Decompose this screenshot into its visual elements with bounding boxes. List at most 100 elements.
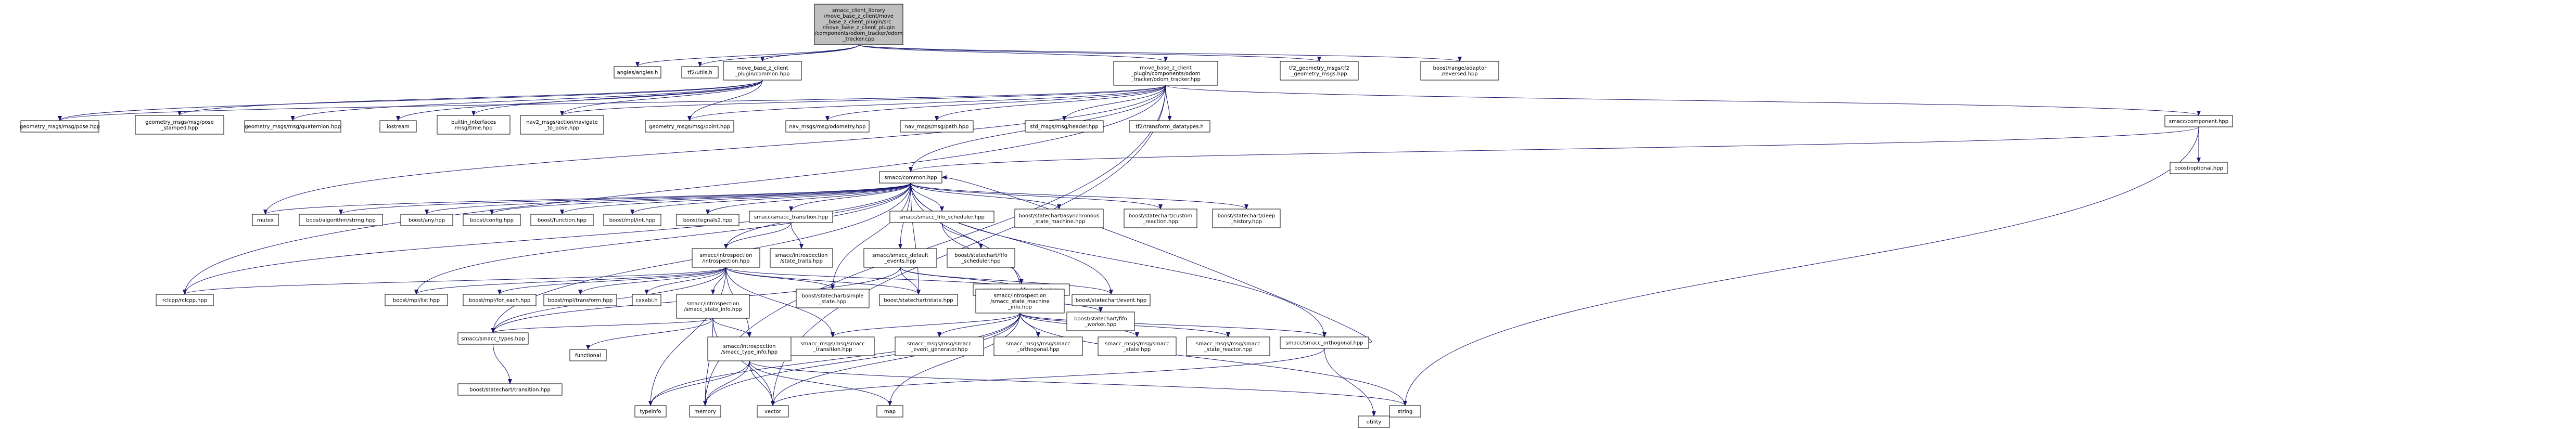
graph-node-sc-async[interactable]: boost/statechart/asynchronous_state_mach…: [1014, 209, 1104, 228]
graph-node-smacc-types[interactable]: smacc/smacc_types.hpp: [457, 332, 529, 345]
graph-node-mpl-transform[interactable]: boost/mpl/transform.hpp: [543, 294, 617, 306]
edge-sm_info-to-string: [1019, 313, 1407, 406]
edge-mbcommon-to-gm_pose_st: [177, 80, 763, 116]
node-label-line: boost/statechart/custom: [1129, 213, 1193, 219]
graph-node-boost-mpl-int[interactable]: boost/mpl/int.hpp: [603, 214, 661, 226]
graph-node-gm-pose[interactable]: geometry_msgs/msg/pose.hpp: [20, 120, 100, 133]
edge-line: [263, 85, 1166, 215]
graph-node-iostream[interactable]: iostream: [379, 120, 417, 133]
graph-node-msg-transition[interactable]: smacc_msgs/msg/smacc_transition.hpp: [790, 336, 875, 356]
edge-line: [1019, 313, 1327, 337]
graph-node-sc-fifo-worker[interactable]: boost/statechart/fifo_worker.hpp: [1066, 311, 1135, 331]
graph-node-gm-pose-st[interactable]: geometry_msgs/msg/pose_stamped.hpp: [135, 115, 224, 135]
node-label-line: boost/mpl/list.hpp: [393, 298, 440, 304]
graph-node-sc-event[interactable]: boost/statechart/event.hpp: [1072, 294, 1151, 306]
graph-node-mutex[interactable]: mutex: [252, 214, 279, 226]
graph-node-msg-orth[interactable]: smacc_msgs/msg/smacc_orthogonal.hpp: [993, 336, 1083, 356]
graph-node-boost-function[interactable]: boost/function.hpp: [530, 214, 594, 226]
graph-node-sc-transition[interactable]: boost/statechart/transition.hpp: [457, 383, 563, 396]
edge-mbcommon-to-gm_point: [687, 80, 763, 121]
graph-node-vector[interactable]: vector: [757, 405, 789, 418]
graph-node-smacc-component[interactable]: smacc/component.hpp: [2164, 115, 2233, 127]
edge-line: [498, 267, 726, 295]
graph-node-boost-any[interactable]: boost/any.hpp: [400, 214, 453, 226]
graph-node-gm-quat[interactable]: geometry_msgs/msg/quaternion.hpp: [244, 120, 341, 133]
edge-line: [771, 348, 1325, 406]
graph-node-sm-info[interactable]: smacc/introspection/smacc_state_machine_…: [975, 289, 1065, 314]
graph-node-smacc-transition[interactable]: smacc/smacc_transition.hpp: [749, 211, 833, 223]
graph-node-tf2utils[interactable]: tf2/utils.h: [681, 66, 719, 79]
graph-node-smacc-orthogonal[interactable]: smacc/smacc_orthogonal.hpp: [1280, 336, 1369, 349]
node-box: [457, 383, 563, 396]
graph-node-introspection[interactable]: smacc/introspection/introspection.hpp: [692, 248, 760, 268]
graph-node-msg-reactor[interactable]: smacc_msgs/msg/smacc_state_reactor.hpp: [1186, 336, 1270, 356]
graph-node-boost-signals2[interactable]: boost/signals2.hpp: [676, 214, 739, 226]
edge-line: [937, 313, 1021, 337]
graph-node-smacc-common[interactable]: smacc/common.hpp: [879, 171, 942, 184]
graph-node-smacc-fifo[interactable]: smacc/smacc_fifo_scheduler.hpp: [889, 211, 994, 223]
edge-line: [910, 183, 1248, 210]
graph-node-typeinfo[interactable]: typeinfo: [634, 405, 667, 418]
node-label-line: _tracker/odom_tracker.hpp: [1130, 77, 1201, 83]
graph-node-gm-point[interactable]: geometry_msgs/msg/point.hpp: [645, 120, 734, 133]
node-box: [244, 120, 341, 133]
graph-node-boost-config[interactable]: boost/config.hpp: [463, 214, 521, 226]
node-box: [723, 61, 802, 81]
graph-node-nav-path[interactable]: nav_msgs/msg/path.hpp: [900, 120, 974, 133]
node-label-line: smacc/introspection: [700, 253, 753, 258]
edge-line: [724, 222, 792, 249]
graph-node-builtin[interactable]: builtin_interfaces/msg/time.hpp: [437, 115, 511, 135]
graph-node-sc-deep[interactable]: boost/statechart/deep_history.hpp: [1212, 209, 1281, 228]
graph-node-algo-string[interactable]: boost/algorithm/string.hpp: [299, 214, 383, 226]
graph-node-tf2transform[interactable]: tf2/transform_datatypes.h: [1129, 120, 1210, 133]
graph-node-msg-evgen[interactable]: smacc_msgs/msg/smacc_event_generator.hpp: [895, 336, 984, 356]
node-label-line: smacc/smacc_orthogonal.hpp: [1285, 341, 1363, 346]
graph-node-boostrange[interactable]: boost/range/adaptor/reversed.hpp: [1420, 61, 1499, 81]
graph-node-tf2geo[interactable]: tf2_geometry_msgs/tf2_geometry_msgs.hpp: [1280, 61, 1359, 81]
edge-mbcommon-to-gm_pose: [58, 80, 763, 121]
graph-node-functional[interactable]: functional: [569, 349, 607, 361]
node-box: [1358, 415, 1390, 428]
graph-node-map[interactable]: map: [876, 405, 903, 418]
node-label-line: builtin_interfaces: [451, 120, 496, 125]
graph-node-utility[interactable]: utility: [1358, 415, 1390, 428]
graph-node-memory[interactable]: memory: [689, 405, 721, 418]
graph-node-sc-simple-state[interactable]: boost/statechart/simple_state.hpp: [796, 289, 870, 308]
graph-node-cxxabi[interactable]: cxxabi.h: [632, 294, 661, 306]
graph-node-rcl-cpp[interactable]: rclcpp/rclcpp.hpp: [156, 294, 214, 306]
graph-node-angles[interactable]: angles/angles.h: [614, 66, 661, 79]
graph-node-msg-state[interactable]: smacc_msgs/msg/smacc_state.hpp: [1098, 336, 1177, 356]
graph-node-nav2nav[interactable]: nav2_msgs/action/navigate_to_pose.hpp: [520, 115, 604, 135]
graph-node-sc-fifo-sched[interactable]: boost/statechart/fifo_scheduler.hpp: [947, 248, 1015, 268]
node-label-line: smacc_msgs/msg/smacc: [1196, 341, 1260, 347]
graph-node-state-info[interactable]: smacc/introspection/smacc_state_info.hpp: [676, 294, 750, 319]
graph-node-string[interactable]: string: [1389, 405, 1421, 418]
graph-node-sc-state[interactable]: boost/statechart/state.hpp: [879, 294, 958, 306]
node-label-line: boost/statechart/state.hpp: [884, 298, 953, 304]
node-box: [790, 336, 875, 356]
graph-node-type-info[interactable]: smacc/introspection/smacc_type_info.hpp: [707, 336, 792, 361]
graph-node-state-traits[interactable]: smacc/introspection/state_traits.hpp: [770, 248, 833, 268]
graph-node-nav-odom[interactable]: nav_msgs/msg/odometry.hpp: [785, 120, 870, 133]
edge-sm_info-to-map: [888, 313, 1021, 406]
graph-node-std-header[interactable]: std_msgs/msg/header.hpp: [1025, 120, 1104, 133]
edge-line: [290, 80, 763, 121]
graph-node-default-events[interactable]: smacc/smacc_default_events.hpp: [863, 248, 937, 268]
graph-node-boost-optional[interactable]: boost/optional.hpp: [2170, 162, 2228, 174]
graph-node-mpl-for-each[interactable]: boost/mpl/for_each.hpp: [463, 294, 537, 306]
node-box: [879, 171, 942, 184]
node-label-line: _plugin/components/odom: [1131, 71, 1201, 77]
graph-node-mbcommon[interactable]: move_base_z_client_plugin/common.hpp: [723, 61, 802, 81]
edge-odomhpp-to-nav2nav: [560, 85, 1166, 116]
graph-node-mpl-list[interactable]: boost/mpl/list.hpp: [385, 294, 448, 306]
edge-type_info-to-typeinfo: [648, 360, 750, 406]
graph-node-root[interactable]: smacc_client_library/move_base_z_client/…: [814, 4, 903, 45]
edge-line: [910, 183, 1022, 290]
graph-node-sc-custom[interactable]: boost/statechart/custom_reaction.hpp: [1124, 209, 1197, 228]
graph-node-odomhpp[interactable]: move_base_z_client_plugin/components/odo…: [1113, 61, 1218, 86]
edge-introspection-to-typeinfo: [648, 267, 726, 406]
edge-line: [560, 80, 763, 116]
edge-odomhpp-to-std_header: [1062, 85, 1166, 121]
edge-line: [263, 183, 911, 215]
node-label-line: _tracker.cpp: [843, 36, 875, 42]
